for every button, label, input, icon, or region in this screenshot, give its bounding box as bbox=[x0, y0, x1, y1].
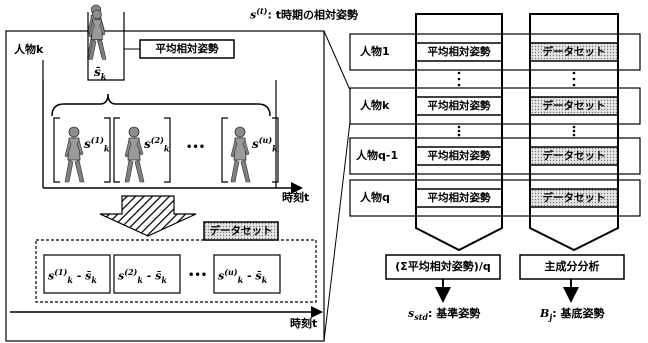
sample-u-symbol: s(u)k bbox=[252, 135, 278, 154]
diff-box-1 bbox=[43, 254, 111, 294]
diff-ellipsis: ••• bbox=[188, 270, 208, 281]
row-avg-k: 平均相対姿勢 bbox=[427, 100, 491, 112]
sum-box bbox=[385, 254, 501, 280]
mean-pose-bracket bbox=[87, 12, 125, 81]
connector-top bbox=[323, 30, 351, 91]
sample-1-bracket bbox=[53, 117, 111, 183]
dataset-funnel bbox=[529, 13, 619, 252]
left-panel-frame bbox=[5, 30, 325, 342]
sample-1-symbol: s(1)k bbox=[84, 135, 110, 154]
sum-label: (Σ平均相対姿勢)/q bbox=[395, 260, 491, 273]
row-person-k: 人物k bbox=[360, 99, 390, 112]
dataset-tag bbox=[203, 221, 279, 241]
sample-2-figure bbox=[124, 126, 145, 183]
sample-2-bracket bbox=[113, 117, 171, 183]
transform-arrow bbox=[99, 195, 197, 237]
row-person-q: 人物q bbox=[360, 191, 390, 204]
dataset-tag-label: データセット bbox=[209, 225, 273, 237]
avg-pose-label: 平均相対姿勢 bbox=[155, 43, 219, 55]
row-ds-1: データセット bbox=[542, 46, 606, 58]
sample-u-bracket bbox=[221, 117, 279, 183]
time-label-2: 時刻t bbox=[290, 317, 318, 330]
diff-1-expr: s(1)k - s̄k bbox=[48, 267, 97, 285]
row-ds-k: データセット bbox=[542, 100, 606, 112]
pca-box bbox=[519, 254, 625, 280]
state-caption: s(t): t時期の相対姿勢 bbox=[250, 6, 358, 22]
person-k-label: 人物k bbox=[14, 43, 44, 56]
diff-box-2 bbox=[113, 254, 181, 294]
time-label-1: 時刻t bbox=[282, 191, 310, 204]
row-ellipsis-dots bbox=[457, 71, 576, 137]
row-avg-1: 平均相対姿勢 bbox=[427, 46, 491, 58]
row-person-q1: 人物q-1 bbox=[356, 149, 399, 162]
mean-pose-symbol: s̄k bbox=[94, 65, 107, 82]
diff-2-expr: s(2)k - s̄k bbox=[118, 267, 167, 285]
row-avg-q: 平均相対姿勢 bbox=[427, 192, 491, 204]
sample-1-figure bbox=[64, 126, 85, 183]
row-ds-q: データセット bbox=[542, 192, 606, 204]
sample-u-figure bbox=[230, 126, 251, 183]
pca-label: 主成分分析 bbox=[544, 260, 600, 273]
sample-2-symbol: s(2)k bbox=[144, 135, 170, 154]
avg-funnel bbox=[415, 13, 503, 252]
connector-bottom bbox=[323, 121, 351, 342]
row-ds-q1: データセット bbox=[542, 150, 606, 162]
dataset-group bbox=[35, 239, 317, 303]
base-pose-label: Bj: 基底姿勢 bbox=[540, 307, 605, 323]
row-inner-boxes bbox=[415, 42, 619, 208]
samples-brace bbox=[51, 93, 271, 117]
diff-u-expr: s(u)k - s̄k bbox=[218, 267, 268, 285]
std-pose-label: sstd: 基準姿勢 bbox=[408, 307, 481, 323]
samples-ellipsis: ••• bbox=[186, 142, 206, 153]
diff-box-u bbox=[213, 254, 281, 294]
row-avg-q1: 平均相対姿勢 bbox=[427, 150, 491, 162]
row-person-1: 人物1 bbox=[360, 45, 390, 58]
